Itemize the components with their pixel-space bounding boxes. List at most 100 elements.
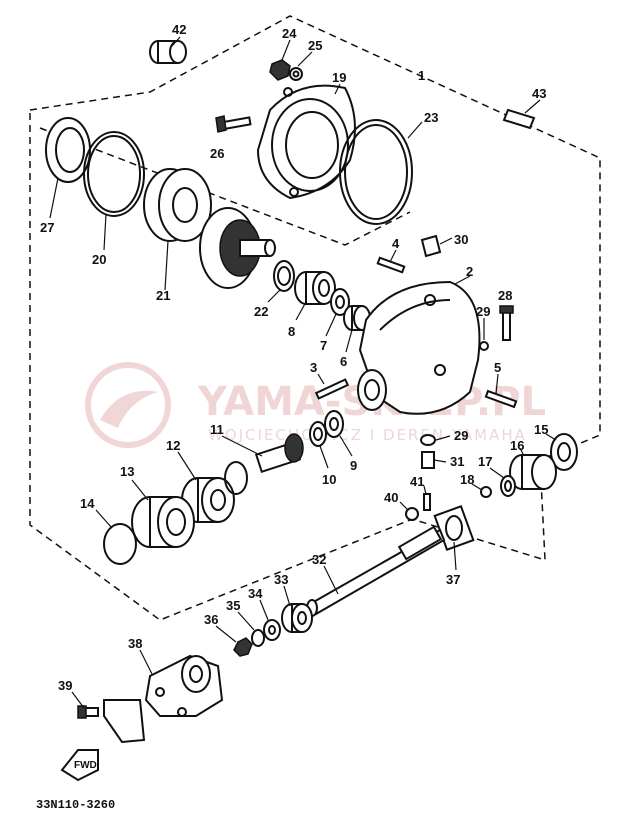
part-4-pin (376, 256, 406, 274)
ring-gear (199, 207, 276, 289)
callout-36: 36 (204, 612, 218, 627)
part-20-o-ring-inner (87, 135, 141, 213)
callout-26: 26 (210, 146, 224, 161)
callout-28: 28 (498, 288, 512, 303)
callout-29-lower: 29 (454, 428, 468, 443)
callout-10: 10 (322, 472, 336, 487)
callout-1: 1 (418, 68, 425, 83)
callout-37: 37 (446, 572, 460, 587)
part-8-bearing (294, 271, 336, 305)
part-10-washer (309, 421, 327, 447)
callout-19: 19 (332, 70, 346, 85)
callout-23: 23 (424, 110, 438, 125)
part-15-oil-seal (550, 433, 578, 471)
callout-3: 3 (310, 360, 317, 375)
part-31-bolt (421, 451, 435, 469)
part-9-shim (324, 410, 344, 438)
part-43-plate (502, 108, 536, 130)
part-40-nut (405, 507, 419, 521)
part-26-bolt (215, 115, 252, 133)
part-36-nut (233, 637, 253, 657)
callout-16: 16 (510, 438, 524, 453)
callout-13: 13 (120, 464, 134, 479)
callout-22: 22 (254, 304, 268, 319)
callout-35: 35 (226, 598, 240, 613)
part-6-collar (343, 305, 371, 331)
watermark-logo (85, 362, 171, 448)
callout-7: 7 (320, 338, 327, 353)
callout-2: 2 (466, 264, 473, 279)
part-11-ring (224, 461, 248, 495)
part-24-nut (269, 59, 291, 81)
callout-33: 33 (274, 572, 288, 587)
callout-14: 14 (80, 496, 95, 511)
part-5-bolt (484, 389, 518, 409)
part-2-gear-case (357, 280, 481, 415)
part-13-bearing-housing (131, 496, 195, 548)
part-32-drive-shaft (306, 525, 446, 617)
part-42-bush (149, 40, 187, 64)
part-35-washer (251, 629, 265, 647)
fwd-arrow-label: FWD (74, 760, 97, 771)
callout-6: 6 (340, 354, 347, 369)
callout-30: 30 (454, 232, 468, 247)
part-28-bolt (499, 305, 514, 341)
part-41-pin (423, 493, 431, 511)
callout-20: 20 (92, 252, 106, 267)
part-3-bolt (314, 378, 350, 400)
watermark-logo-mark (100, 390, 158, 428)
watermark-subtitle: WOJCIECHOWICZ I DEREN YAMAHA (208, 426, 527, 444)
part-22-shim (273, 260, 295, 292)
part-20-o-ring (83, 131, 145, 217)
callout-4: 4 (392, 236, 400, 251)
bracket-plate (103, 699, 146, 744)
callout-27: 27 (40, 220, 54, 235)
sub-assembly-outline (39, 127, 411, 246)
part-33-oil-seal (281, 603, 313, 633)
part-16-collar (509, 454, 557, 490)
callout-24: 24 (282, 26, 297, 41)
assembly-outline (29, 15, 601, 621)
callout-12: 12 (166, 438, 180, 453)
part-25-washer (289, 67, 303, 81)
callout-43: 43 (532, 86, 546, 101)
part-39-bolt (77, 705, 99, 719)
fwd-arrow-icon: FWD (60, 749, 99, 782)
callout-9: 9 (350, 458, 357, 473)
callout-21: 21 (156, 288, 170, 303)
part-14-o-ring (103, 523, 137, 565)
part-19-cover (256, 84, 356, 200)
callout-31: 31 (450, 454, 464, 469)
callout-42: 42 (172, 22, 186, 37)
part-30-plug (420, 234, 442, 258)
callout-25: 25 (308, 38, 322, 53)
callouts: 1 2 3 4 5 6 7 8 9 10 11 12 13 14 15 16 1… (40, 22, 548, 693)
callout-34: 34 (248, 586, 263, 601)
callout-11: 11 (210, 422, 224, 437)
callout-5: 5 (494, 360, 501, 375)
callout-32: 32 (312, 552, 326, 567)
callout-17: 17 (478, 454, 492, 469)
part-23-o-ring-inner (344, 124, 408, 220)
part-17-spacer (500, 475, 516, 497)
document-code: 33N110-3260 (36, 798, 115, 812)
part-34-washer (263, 619, 281, 641)
callout-39: 39 (58, 678, 72, 693)
part-11-pinion-gear (254, 433, 304, 473)
callout-38: 38 (128, 636, 142, 651)
part-23-o-ring (339, 119, 413, 225)
callout-15: 15 (534, 422, 548, 437)
callout-29-upper: 29 (476, 304, 490, 319)
part-18-washer (480, 486, 492, 498)
callout-40: 40 (384, 490, 398, 505)
callout-41: 41 (410, 474, 424, 489)
part-7-washer (330, 288, 350, 316)
part-29-washer-lower (420, 434, 436, 446)
part-29-washer-upper (479, 341, 489, 351)
callout-8: 8 (288, 324, 295, 339)
callout-18: 18 (460, 472, 474, 487)
part-38-yoke (144, 654, 224, 717)
part-21-bearing (143, 168, 212, 242)
